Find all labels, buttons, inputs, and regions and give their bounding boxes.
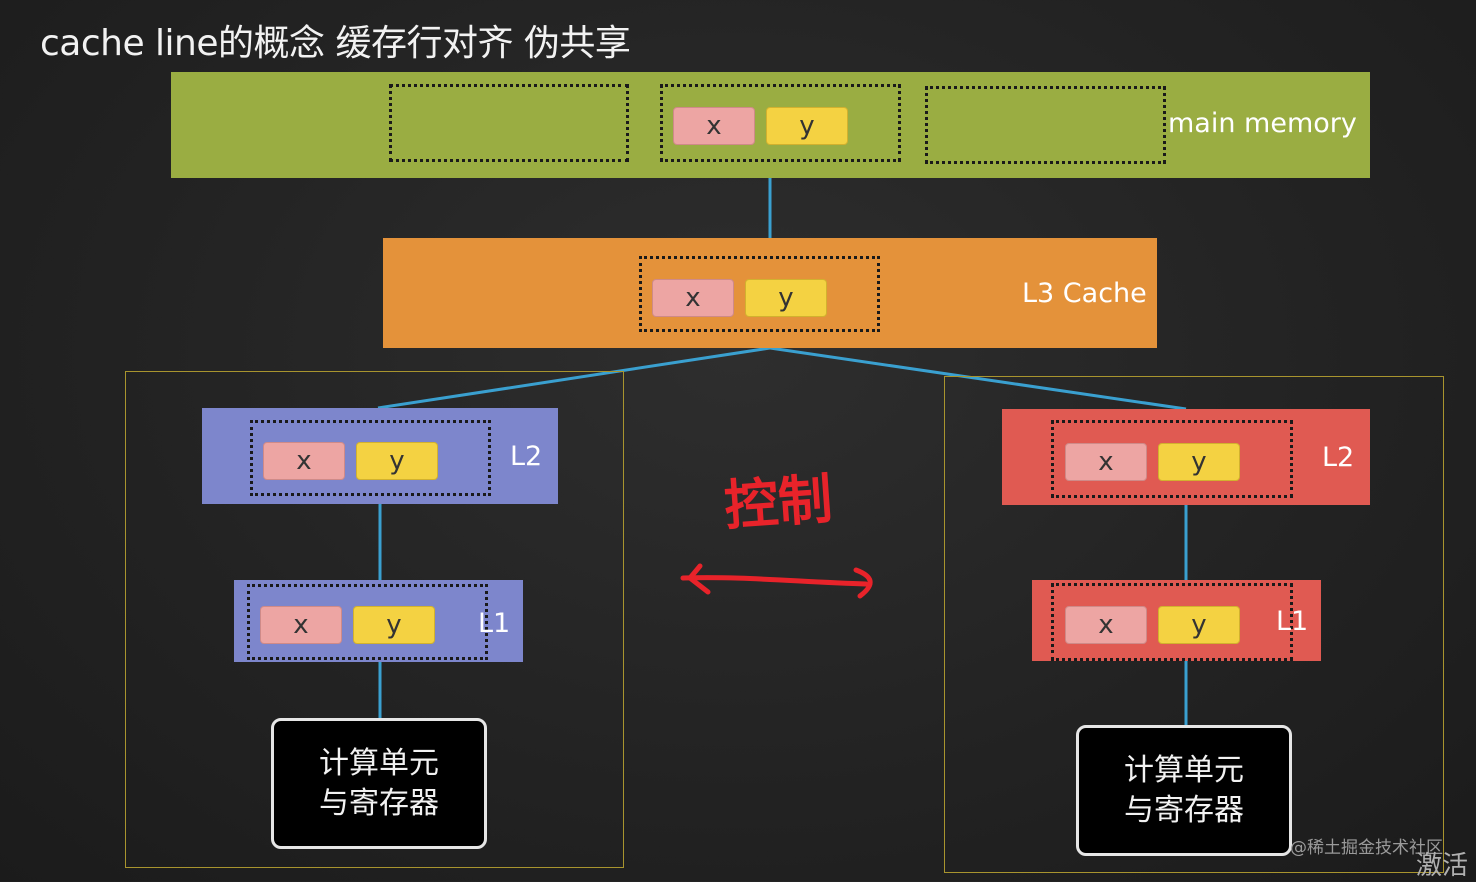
core-frame-right	[944, 376, 1444, 873]
var-x-cell: x	[673, 107, 755, 145]
l2-label-left: L2	[510, 441, 543, 472]
compute-unit-line1: 计算单元	[1124, 752, 1244, 788]
var-y-cell: y	[356, 442, 438, 480]
compute-unit-line2: 与寄存器	[1124, 792, 1244, 828]
var-x-cell: x	[1065, 606, 1147, 644]
var-x-cell: x	[263, 442, 345, 480]
cache-line: x y	[247, 584, 488, 660]
cache-line-slot	[389, 84, 629, 162]
compute-unit-right: 计算单元 与寄存器	[1076, 725, 1292, 856]
l1-cache-right: x y L1	[1032, 580, 1321, 661]
cache-line-slot	[925, 86, 1166, 164]
main-memory-label: main memory	[1168, 108, 1357, 139]
l2-cache-left: x y L2	[202, 408, 558, 504]
compute-unit-line1: 计算单元	[319, 745, 439, 781]
activate-watermark: 激活	[1416, 851, 1469, 881]
cache-line: x y	[1051, 420, 1293, 498]
cache-line: x y	[250, 420, 491, 496]
cache-line-slot: x y	[660, 84, 901, 162]
var-x-cell: x	[1065, 443, 1147, 481]
core-frame-left	[125, 371, 624, 868]
watermark-text: @稀土掘金技术社区	[1290, 838, 1443, 858]
l3-cache-label: L3 Cache	[1022, 278, 1147, 309]
var-x-cell: x	[260, 606, 342, 644]
var-y-cell: y	[1158, 443, 1240, 481]
compute-unit-line2: 与寄存器	[319, 785, 439, 821]
var-x-cell: x	[652, 279, 734, 317]
connector-l3-l2-right	[769, 346, 1187, 411]
var-y-cell: y	[745, 279, 827, 317]
l1-cache-left: x y L1	[234, 580, 523, 662]
l1-label-right: L1	[1276, 606, 1309, 637]
l1-label-left: L1	[478, 608, 511, 639]
var-y-cell: y	[766, 107, 848, 145]
l2-cache-right: x y L2	[1002, 409, 1370, 505]
l2-label-right: L2	[1322, 442, 1355, 473]
var-y-cell: y	[1158, 606, 1240, 644]
cache-line: x y	[639, 256, 880, 332]
cache-line: x y	[1051, 583, 1293, 661]
l3-cache-block: x y L3 Cache	[383, 238, 1157, 348]
compute-unit-left: 计算单元 与寄存器	[271, 718, 487, 849]
var-y-cell: y	[353, 606, 435, 644]
connector-l3-l2-left	[377, 346, 771, 410]
main-memory-block: x y main memory	[171, 72, 1370, 178]
page-title: cache line的概念 缓存行对齐 伪共享	[40, 23, 631, 64]
